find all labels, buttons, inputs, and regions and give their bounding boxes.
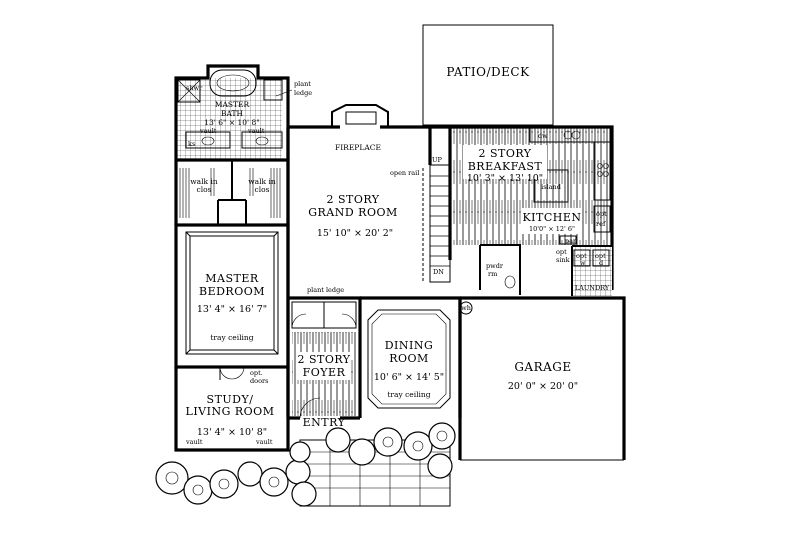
master-bath-label-2: BATH — [221, 109, 244, 118]
grand-room: FIREPLACE 2 STORY GRAND ROOM 15' 10" × 2… — [286, 104, 432, 298]
svg-text:clos: clos — [197, 185, 212, 194]
svg-text:doors: doors — [250, 377, 268, 385]
svg-text:opt: opt — [556, 248, 567, 256]
entry-label: ENTRY — [303, 416, 346, 429]
foyer-label-1: 2 STORY — [297, 353, 350, 366]
svg-text:w: w — [580, 259, 586, 267]
study-label-1: STUDY/ — [207, 393, 254, 406]
study-living-room: opt. doors STUDY/ LIVING ROOM 13' 4" × 1… — [174, 366, 290, 452]
shower — [177, 79, 201, 103]
svg-text:vault: vault — [247, 127, 265, 135]
svg-text:plant: plant — [294, 80, 311, 88]
kitchen-label: KITCHEN — [522, 211, 581, 224]
powder-laundry: pwdr rm opt w opt d LAUNDRY — [479, 244, 612, 296]
breakfast-label-1: 2 STORY — [478, 147, 531, 160]
study-label-2: LIVING ROOM — [186, 405, 275, 418]
patio-label: PATIO/DECK — [446, 65, 530, 79]
foyer: plant ledge 2 STORY FOYER ENTRY — [286, 286, 462, 429]
svg-text:sink: sink — [556, 256, 570, 264]
svg-text:tray ceiling: tray ceiling — [387, 390, 430, 399]
svg-text:ks: ks — [188, 140, 195, 148]
master-bath: shwr MASTER BATH 13' 6" × 10' 8" vault v… — [174, 64, 312, 160]
garage-dims: 20' 0" × 20' 0" — [508, 381, 578, 392]
svg-text:vault: vault — [185, 438, 203, 446]
foyer-label-2: FOYER — [303, 366, 346, 379]
kitchen-dims: 10'0" × 12' 6" — [529, 225, 575, 233]
svg-text:opt.: opt. — [250, 369, 263, 377]
master-bedroom-label-2: BEDROOM — [199, 285, 265, 298]
stairs-up-label: UP — [432, 156, 442, 164]
svg-text:walk in: walk in — [190, 177, 218, 186]
grand-room-label-2: GRAND ROOM — [308, 206, 398, 219]
dining-room: DINING ROOM 10' 6" × 14' 5" tray ceiling… — [367, 301, 473, 409]
breakfast-dims: 10' 3" × 13' 10" — [467, 173, 543, 184]
fireplace-label: FIREPLACE — [335, 143, 381, 152]
svg-text:opt: opt — [576, 252, 587, 260]
svg-text:vault: vault — [255, 438, 273, 446]
master-bath-dims: 13' 6" × 10' 8" — [204, 118, 259, 127]
svg-text:ref: ref — [596, 220, 606, 228]
dining-label-1: DINING — [385, 339, 434, 352]
svg-text:island: island — [541, 183, 561, 191]
kitchen-counter — [529, 127, 611, 143]
study-dims: 13' 4" × 10' 8" — [197, 427, 267, 438]
stairs: UP DN — [429, 156, 451, 283]
master-bath-label-1: MASTER — [215, 100, 250, 109]
svg-text:walk in: walk in — [248, 177, 276, 186]
plant-ledge-label: plant ledge — [307, 286, 344, 294]
svg-text:clos: clos — [255, 185, 270, 194]
svg-text:open rail: open rail — [390, 169, 419, 177]
svg-text:shwr: shwr — [186, 84, 203, 92]
dining-label-2: ROOM — [389, 352, 429, 365]
toilet-room — [263, 79, 283, 101]
dining-dims: 10' 6" × 14' 5" — [374, 372, 444, 383]
svg-text:vault: vault — [199, 127, 217, 135]
kitchen-island — [533, 169, 569, 203]
svg-text:rm: rm — [488, 270, 497, 278]
garage: GARAGE 20' 0" × 20' 0" — [458, 296, 626, 461]
grand-room-label-1: 2 STORY — [326, 193, 379, 206]
master-bedroom-dims: 13' 4" × 16' 7" — [197, 304, 267, 315]
garage-label: GARAGE — [514, 360, 571, 374]
vanity — [185, 131, 231, 149]
bathtub — [209, 69, 257, 97]
master-bedroom: MASTER BEDROOM 13' 4" × 16' 7" tray ceil… — [174, 223, 290, 369]
svg-text:dw: dw — [538, 132, 548, 140]
kitchen-breakfast: dw island 2 STORY BREAKFAST 10' 3" × 13'… — [430, 125, 614, 290]
breakfast-label-2: BREAKFAST — [468, 160, 543, 173]
svg-text:pwdr: pwdr — [486, 262, 504, 270]
svg-text:ledge: ledge — [294, 89, 312, 97]
svg-text:wh: wh — [461, 304, 471, 312]
stairs-down-label: DN — [433, 268, 444, 276]
svg-text:opt: opt — [595, 252, 606, 260]
master-bedroom-label-1: MASTER — [205, 272, 259, 285]
svg-text:opt: opt — [596, 210, 607, 218]
svg-text:d: d — [599, 259, 603, 267]
laundry-label: LAUNDRY — [575, 284, 610, 292]
svg-text:pan: pan — [565, 237, 577, 245]
landscape-shrubs — [155, 422, 456, 507]
patio-deck: PATIO/DECK — [422, 24, 554, 126]
fireplace — [331, 104, 389, 127]
svg-text:tray ceiling: tray ceiling — [210, 333, 253, 342]
grand-room-dims: 15' 10" × 20' 2" — [317, 228, 393, 239]
walk-in-closets: walk in clos walk in clos — [174, 158, 290, 225]
